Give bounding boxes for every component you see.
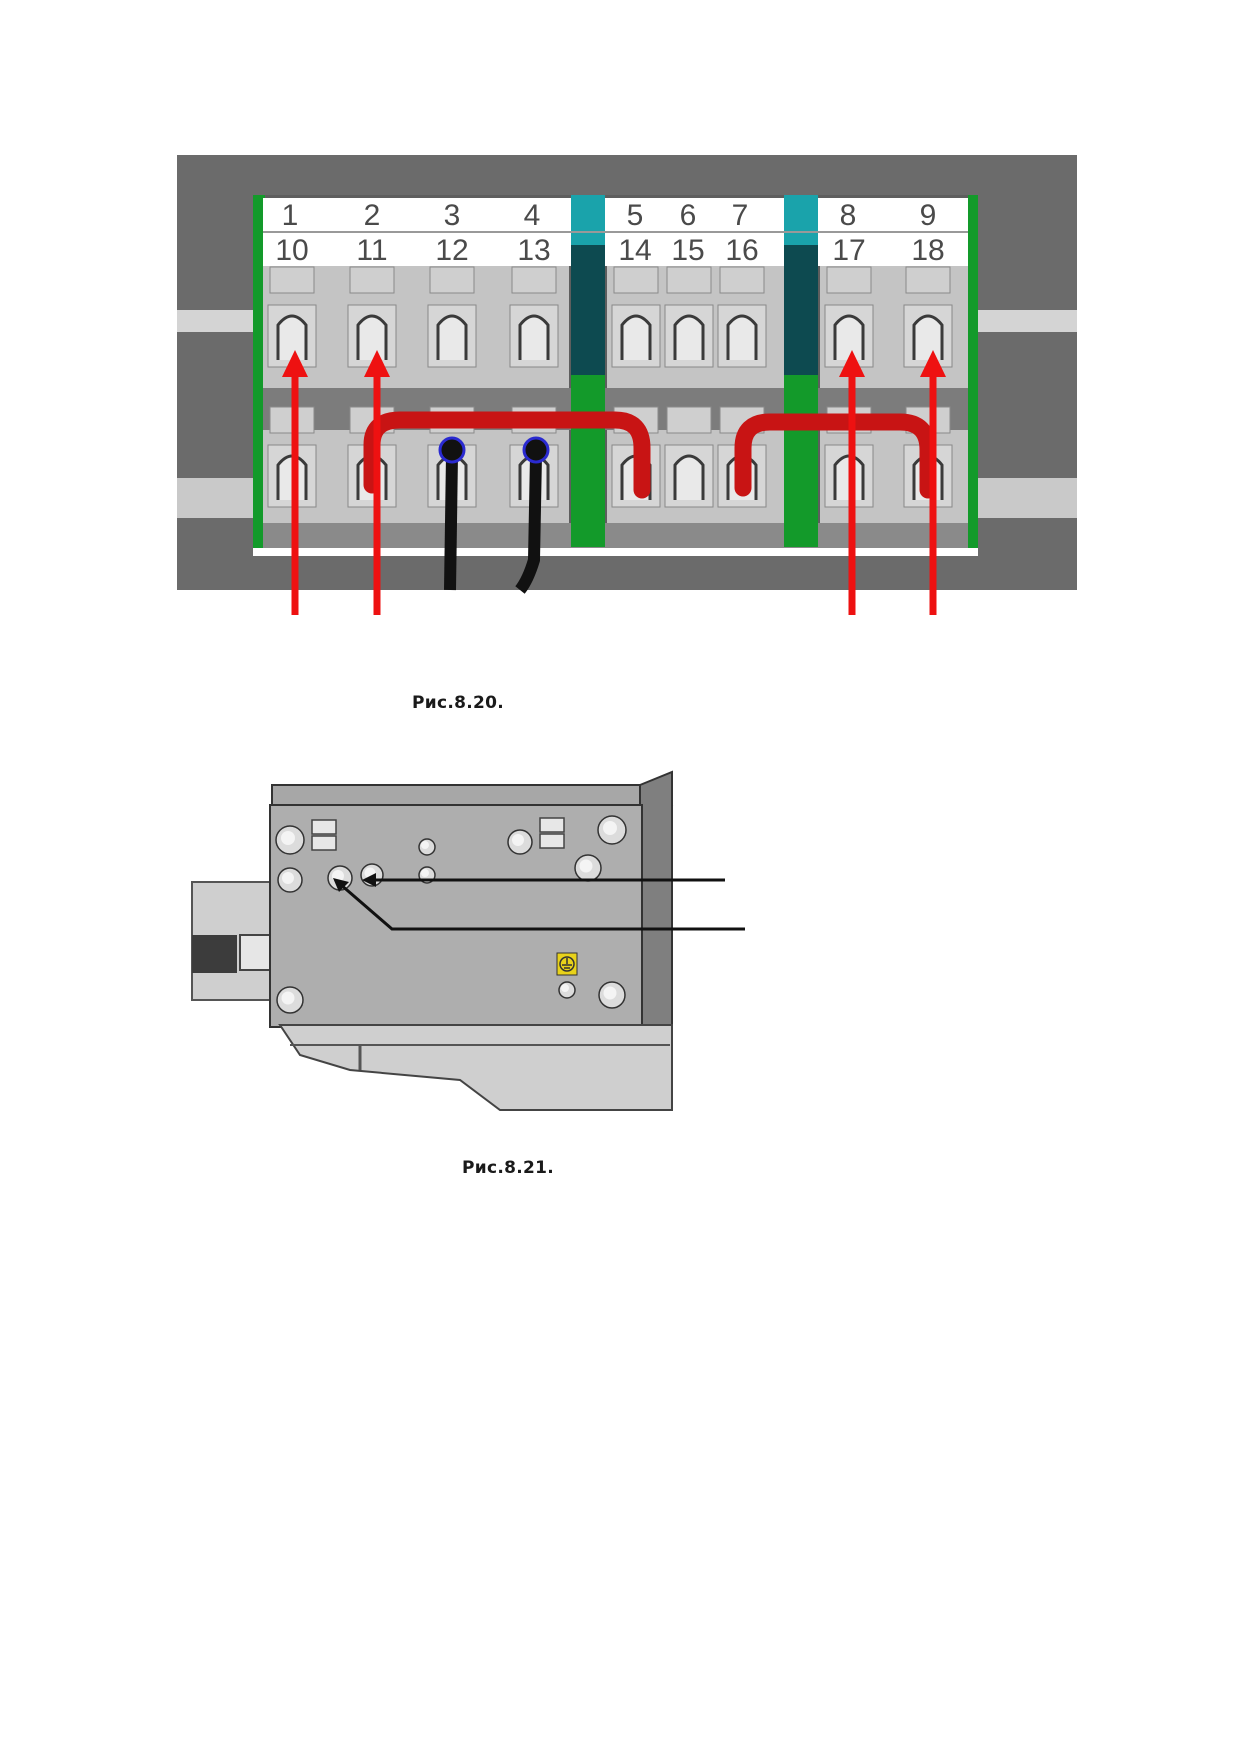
terminal-label-16: 16 — [725, 234, 758, 267]
red-arrow-terminal-18 — [920, 350, 946, 615]
terminal-label-14: 14 — [618, 234, 651, 267]
terminal-clamp — [824, 266, 874, 368]
separator-1-mid — [571, 245, 605, 375]
red-arrow-terminal-17 — [839, 350, 865, 615]
separator-2-top — [784, 195, 818, 245]
terminal-label-15: 15 — [671, 234, 704, 267]
leader-line-lower — [333, 878, 745, 931]
terminal-clamp — [427, 266, 477, 368]
terminal-numbers-top: 1 2 3 4 5 6 7 8 9 — [281, 198, 937, 232]
bolt-icon — [275, 825, 305, 855]
terminal-label-6: 6 — [680, 199, 697, 232]
black-wire-13 — [515, 454, 542, 594]
terminal-label-17: 17 — [832, 234, 865, 267]
terminal-label-4: 4 — [524, 199, 541, 232]
separator-1-bottom — [571, 375, 605, 547]
latch-tab-right — [539, 817, 565, 849]
bolt-icon — [418, 838, 436, 856]
terminal-label-13: 13 — [517, 234, 550, 267]
mechanism-plate-figure — [191, 770, 745, 1111]
bolt-icon — [276, 986, 304, 1014]
terminal-block-figure: 1 2 3 4 5 6 7 8 9 10 11 12 13 14 15 16 1… — [177, 155, 1077, 615]
plate-bolts — [275, 815, 627, 1014]
figure-caption-8-20: Рис.8.20. — [412, 693, 505, 713]
terminal-label-2: 2 — [364, 199, 381, 232]
black-wire-12 — [444, 454, 458, 591]
terminal-label-18: 18 — [911, 234, 944, 267]
bottom-dark-band — [263, 523, 968, 548]
base-structure — [278, 1024, 673, 1111]
green-strip-left — [253, 195, 265, 550]
terminal-label-3: 3 — [444, 199, 461, 232]
terminal-clamp — [611, 266, 661, 368]
terminal-clamp — [664, 406, 714, 508]
bolt-icon — [574, 854, 602, 882]
terminal-label-11: 11 — [356, 234, 387, 267]
leader-line-upper — [362, 873, 725, 887]
bolt-icon — [597, 815, 627, 845]
terminal-label-9: 9 — [920, 199, 937, 232]
latch-tab-left — [311, 819, 337, 851]
red-arrow-terminal-11 — [364, 350, 390, 615]
terminal-label-5: 5 — [627, 199, 644, 232]
bolt-icon — [507, 829, 533, 855]
bolt-icon — [598, 981, 626, 1009]
terminal-label-1: 1 — [282, 199, 299, 232]
terminal-clamp — [903, 266, 953, 368]
wire-ring-12 — [438, 436, 466, 464]
terminal-clamp — [717, 266, 767, 368]
bolt-icon — [277, 867, 303, 893]
terminal-clamp — [267, 266, 317, 368]
separator-1-top — [571, 195, 605, 245]
terminal-clamp — [664, 266, 714, 368]
terminal-label-7: 7 — [732, 199, 749, 232]
terminal-label-12: 12 — [435, 234, 468, 267]
terminal-label-10: 10 — [275, 234, 308, 267]
separator-2-mid — [784, 245, 818, 375]
terminal-clamp — [347, 266, 397, 368]
red-arrow-terminal-10 — [282, 350, 308, 615]
plate-top-edge — [271, 784, 674, 806]
terminal-clamp — [509, 266, 559, 368]
terminal-numbers-bottom: 10 11 12 13 14 15 16 17 18 — [275, 233, 946, 267]
green-strip-right — [968, 195, 978, 550]
block-bottom-edge — [253, 548, 978, 556]
separator-2-bottom — [784, 375, 818, 547]
wire-ring-13 — [522, 436, 550, 464]
figure-caption-8-21: Рис.8.21. — [462, 1158, 555, 1178]
red-arrows — [282, 350, 946, 615]
bolt-icon — [558, 981, 576, 999]
terminal-label-8: 8 — [840, 199, 857, 232]
red-jumper-right — [734, 413, 937, 499]
